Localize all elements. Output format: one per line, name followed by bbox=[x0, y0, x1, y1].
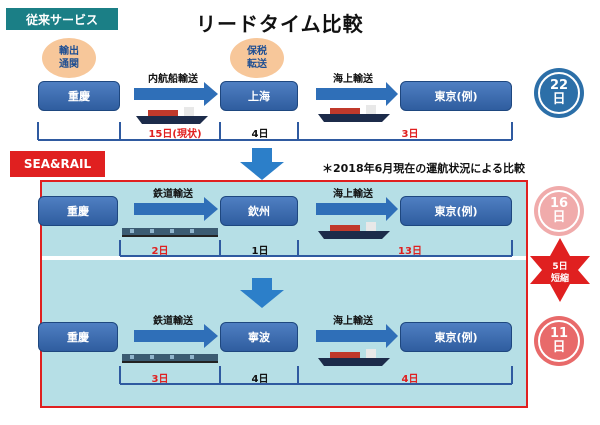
ship-icon bbox=[318, 349, 390, 366]
duration-segment-2: 1日 bbox=[251, 246, 269, 257]
mode-label-1: 内航船輸送 bbox=[148, 74, 198, 85]
total-route1-badge: 16 日 bbox=[534, 186, 584, 236]
origin-node: 重慶 bbox=[38, 196, 118, 226]
timeline-bracket bbox=[37, 122, 513, 141]
mode-label-2: 海上輸送 bbox=[333, 316, 373, 327]
duration-segment-1: 3日 bbox=[151, 374, 169, 385]
destination-node: 東京(例) bbox=[400, 81, 512, 111]
down-arrow-icon bbox=[240, 278, 284, 308]
mode-label-2: 海上輸送 bbox=[333, 189, 373, 200]
page-title: リードタイム比較 bbox=[196, 12, 364, 36]
saving-star-icon bbox=[530, 238, 590, 302]
export-customs-bubble: 輸出 通関 bbox=[42, 38, 96, 78]
train-icon bbox=[122, 228, 218, 237]
timeline-bracket bbox=[119, 240, 513, 257]
arrow-icon bbox=[316, 82, 398, 106]
sea-rail-frame bbox=[40, 180, 528, 408]
ship-icon bbox=[136, 107, 208, 124]
duration-segment-2: 4日 bbox=[251, 129, 269, 140]
train-icon bbox=[122, 354, 218, 363]
destination-node: 東京(例) bbox=[400, 196, 512, 226]
duration-segment-3: 3日 bbox=[401, 129, 419, 140]
bonded-transfer-bubble: 保税 転送 bbox=[230, 38, 284, 78]
arrow-icon bbox=[134, 82, 218, 106]
transit-node: 欽州 bbox=[220, 196, 298, 226]
mode-label-2: 海上輸送 bbox=[333, 74, 373, 85]
timeline-bracket bbox=[119, 366, 513, 385]
ship-icon bbox=[318, 222, 390, 239]
duration-segment-3: 13日 bbox=[398, 246, 422, 257]
arrow-icon bbox=[134, 324, 218, 348]
transit-node: 寧波 bbox=[220, 322, 298, 352]
comparison-note: ＊2018年6月現在の運航状況による比較 bbox=[322, 162, 525, 175]
total-conventional-badge: 22 日 bbox=[534, 68, 584, 118]
duration-segment-3: 4日 bbox=[401, 374, 419, 385]
saving-label: 5日 短縮 bbox=[550, 262, 569, 284]
arrow-icon bbox=[316, 324, 398, 348]
transit-node: 上海 bbox=[220, 81, 298, 111]
duration-segment-1: 2日 bbox=[151, 246, 169, 257]
arrow-icon bbox=[134, 197, 218, 221]
total-route2-badge: 11 日 bbox=[534, 316, 584, 366]
ship-icon bbox=[318, 105, 390, 122]
conventional-service-tag: 従来サービス bbox=[6, 8, 118, 30]
origin-node: 重慶 bbox=[38, 322, 118, 352]
origin-node: 重慶 bbox=[38, 81, 120, 111]
duration-segment-2: 4日 bbox=[251, 374, 269, 385]
mode-label-1: 鉄道輸送 bbox=[153, 316, 193, 327]
mode-label-1: 鉄道輸送 bbox=[153, 189, 193, 200]
duration-segment-1: 15日(現状) bbox=[148, 129, 202, 140]
down-arrow-icon bbox=[240, 148, 284, 180]
sea-rail-tag: SEA&RAIL bbox=[10, 151, 105, 177]
destination-node: 東京(例) bbox=[400, 322, 512, 352]
arrow-icon bbox=[316, 197, 398, 221]
